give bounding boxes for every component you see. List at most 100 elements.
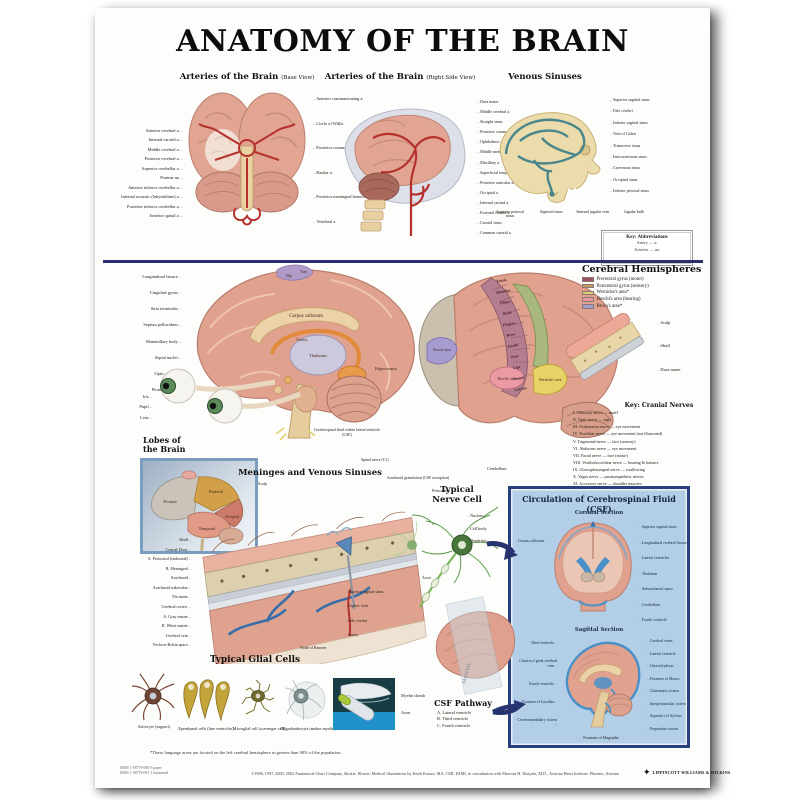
heading-note: (Right Side View)	[426, 75, 476, 81]
anatomy-label: Nucleus	[467, 513, 522, 519]
oligodendrocyte-illustration	[284, 679, 326, 721]
fornix-label: Fornix	[296, 337, 308, 342]
anatomy-label: Thalamus	[639, 572, 691, 576]
anatomy-label: Maxillary a.	[477, 160, 570, 166]
anatomy-label: Intercavernous sinus	[610, 154, 705, 160]
periosteum-label: Periosteum	[432, 489, 450, 493]
foramen-magendie-label: Foramen of Magendie	[583, 735, 619, 740]
anatomy-label: Cerebellum	[639, 603, 691, 607]
anatomy-label: Middle cerebral a.	[97, 147, 183, 152]
cranial-nerve-entry: VI. Abducens nerve — eye movement	[573, 445, 637, 451]
csf-box-title: Circulation of Cerebrospinal Fluid (CSF)	[522, 494, 676, 514]
copyright-credit: ©1996, 1997, 2000, 2002 Anatomical Chart…	[251, 771, 619, 776]
nerve-cell-illustration	[391, 506, 499, 608]
cranial-nerve-entry: I. Olfactory nerve — smell	[573, 410, 618, 415]
legend-label: Heschl's area (hearing)	[596, 297, 641, 303]
csf-pathway-heading: CSF Pathway	[434, 698, 492, 708]
anatomy-label: Anterior spinal a.	[97, 213, 183, 218]
cranial-nerve-entry: IV. Trochlear nerve — eye movement (not …	[573, 431, 663, 437]
nerve-cell-heading: Typical Nerve Cell	[432, 485, 482, 505]
anatomy-label: Pupil	[97, 404, 152, 409]
anatomy-label: Cerebral veins	[647, 639, 691, 643]
node-of-ranvier-label: Node of Ranvier	[300, 645, 327, 650]
anatomy-label: Straight sinus	[477, 119, 570, 125]
anatomy-label: External carotid a.	[477, 210, 570, 216]
legend-label: Postcentral gyrus (sensory)	[596, 283, 649, 289]
side-view-brain-illustration	[344, 108, 466, 236]
cranial-nerves-title: Key: Cranial Nerves	[624, 402, 694, 409]
anatomy-label: Jugular bulb	[624, 209, 644, 214]
cerebellum-label: Cerebellum	[487, 466, 507, 471]
anatomy-label: Cell body	[467, 526, 522, 532]
anatomy-label: Transverse sinus	[610, 143, 705, 149]
anatomy-label: Arachnoid trabeculae	[125, 585, 191, 591]
anatomy-label: Aqueduct of Sylvius	[647, 714, 691, 718]
medial-motor-label: Toes	[300, 270, 308, 274]
anatomy-label: Artery	[345, 633, 407, 638]
anatomy-label: Pontine aa.	[97, 175, 183, 180]
microglial-cell-illustration	[241, 679, 275, 715]
body-part-label: Tongue	[512, 375, 525, 382]
anatomy-label: Anterior communicating a.	[313, 96, 399, 101]
flap-layer-labels: ScalpSkullDura mater	[657, 320, 707, 372]
corpus-callosum-label: Corpus callosum	[289, 314, 323, 319]
cerebral-hemispheres-legend: Cerebral Hemispheres Precentral gyrus (m…	[582, 264, 732, 309]
meninges-inner-labels: Superior sagittal sinusDiploic veinFalx …	[345, 589, 407, 638]
anatomy-label: Anterior inferior cerebellar a.	[97, 185, 183, 190]
anatomy-label: A. Periosteal (endosteal)	[125, 556, 191, 562]
legend-item: Wernicke's area*	[582, 290, 732, 295]
occipital-lobe-label: Occipital	[225, 515, 239, 519]
anatomy-label: Subarachnoid space	[639, 587, 691, 591]
csf-ventricle-note: Cerebrospinal fluid within lateral ventr…	[313, 428, 381, 437]
anatomy-label: Fourth ventricle	[515, 682, 557, 686]
coronal-left-labels: Corpus callosum	[515, 539, 547, 551]
anatomy-label: Scalp	[657, 320, 707, 325]
venous-sinuses-skull-illustration	[499, 112, 601, 203]
anatomy-label: Cingulate gyrus	[99, 290, 181, 295]
cranial-nerve-entry: VII. Facial nerve — face (motor)	[573, 452, 628, 458]
meninges-left-labels: SkullCranial Dura:A. Periosteal (endoste…	[125, 537, 191, 648]
arteries-base-right-labels: Anterior communicating a. Circle of Willi…	[313, 96, 399, 224]
thalamus-label: Thalamus	[309, 353, 327, 358]
anatomy-label: Circle of Willis	[313, 121, 399, 126]
anatomy-label: Posterior cerebral a.	[97, 156, 183, 161]
legend-swatch	[582, 283, 594, 289]
legend-item: Heschl's area (hearing)	[582, 297, 732, 302]
isbn-block: ISBN 1-58779-090-3 paper ISBN 1-58779-09…	[120, 766, 200, 777]
anatomy-label: Cistern of great cerebral vein	[515, 659, 557, 668]
ependymal-label: Ependymal cells (line ventricles)	[178, 726, 234, 731]
anatomy-label: Cerebromedullary cistern	[515, 718, 557, 727]
anatomy-label: Ophthalmic a.	[477, 140, 570, 145]
csf-pathway-brain-illustration: SAGITTAL	[435, 596, 515, 696]
cranial-nerve-entry: IX. Glossopharyngeal nerve — swallowing	[573, 467, 645, 473]
body-part-label: Elbow	[499, 299, 511, 306]
anatomy-label: Internal jugular vein	[576, 209, 609, 214]
astrocyte-illustration	[131, 673, 175, 721]
anatomy-label: Fourth ventricle	[639, 618, 691, 622]
anatomy-label: Superior sagittal sinus	[345, 589, 407, 595]
language-areas-footnote: *These language areas are located on the…	[150, 750, 342, 755]
anatomy-label: Choroid plexus	[647, 664, 691, 668]
scalp-skull-flap-illustration	[565, 312, 644, 380]
anatomy-label: Chiasmatic cistern	[647, 689, 691, 693]
body-part-label: Lips	[512, 364, 521, 371]
anatomy-label: Cerebral cortex:	[125, 604, 191, 610]
anatomy-label: Iris	[97, 394, 152, 399]
anatomy-label: Virchow-Robin space	[125, 642, 191, 648]
heading-note: (Base View)	[281, 75, 315, 81]
anatomy-label: Foramen of Luschka	[515, 700, 557, 704]
parietal-lobe-label: Parietal	[209, 489, 224, 494]
legend-swatch	[582, 304, 594, 309]
legend-label: Wernicke's area*	[596, 290, 630, 296]
ependymal-cells-illustration	[183, 679, 230, 722]
publisher-logo-icon: ✦	[643, 767, 651, 777]
spinal-nerve-label: Spinal nerve (C1)	[361, 458, 389, 462]
anatomy-label: Superior petrosal sinus	[496, 209, 524, 219]
cranial-nerve-entry: V. Trigeminal nerve — face (sensory)	[573, 438, 636, 444]
astrocyte-label: Astrocyte (support)	[137, 724, 171, 729]
sagittal-section-title: Sagittal Section	[574, 627, 624, 633]
anatomy-label: Internal carotid a.	[477, 200, 570, 206]
coronal-section-title: Coronal Section	[574, 510, 624, 516]
